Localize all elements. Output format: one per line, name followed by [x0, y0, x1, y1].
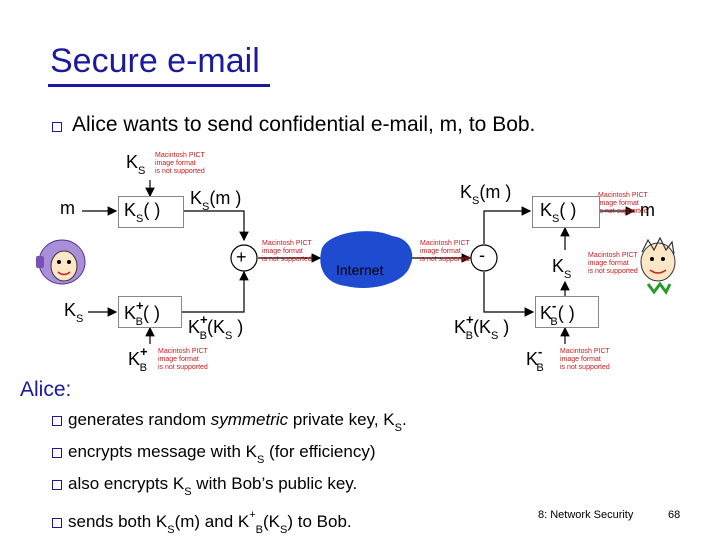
ks-encrypt-label: KS( )	[124, 200, 161, 225]
list-item: generates random symmetric private key, …	[52, 408, 407, 440]
internet-label: Internet	[336, 262, 384, 278]
alice-steps-list: generates random symmetric private key, …	[52, 408, 407, 542]
bullet-box-icon	[52, 448, 62, 458]
ks-encrypt-box	[118, 196, 184, 228]
plus-label: +	[236, 247, 247, 267]
pict-placeholder: Macintosh PICT image format is not suppo…	[598, 192, 648, 215]
minus-label: -	[479, 245, 485, 265]
bob-avatar	[640, 236, 676, 295]
footer-text: 8: Network Security	[538, 509, 634, 521]
page-number: 68	[668, 509, 681, 521]
kb-plus-label: K+B	[128, 344, 148, 374]
kb-ks-left-label: K+B(KS )	[188, 312, 244, 342]
minus-circle	[470, 244, 498, 272]
intro-bullet-text: Alice wants to send confidential e-mail,…	[72, 113, 536, 136]
kb-decrypt-box	[535, 296, 599, 328]
kb-encrypt-box	[118, 296, 182, 328]
bullet-box-icon	[52, 416, 62, 426]
pict-placeholder: Macintosh PICT image format is not suppo…	[420, 240, 470, 263]
kb-encrypt-label: K+B( )	[124, 298, 160, 328]
arrow-enc-to-plus	[184, 210, 249, 242]
alice-avatar	[36, 239, 86, 285]
list-item: encrypts message with KS (for efficiency…	[52, 440, 407, 472]
ksm-left-label: KS(m )	[190, 188, 242, 213]
ks-decrypt-label: KS( )	[540, 200, 577, 225]
ks-left-label: KS	[64, 300, 84, 325]
pict-placeholder: Macintosh PICT image format is not suppo…	[155, 152, 205, 175]
title-underline	[48, 84, 270, 87]
m-right-label: m	[640, 200, 655, 220]
arrow-minus-to-kbdec	[483, 272, 535, 317]
ks-decrypt-box	[532, 196, 600, 228]
arrow-kbenc-to-plus	[182, 270, 249, 313]
kb-minus-label: K-B	[526, 344, 544, 374]
intro-bullet: Alice wants to send confidential e-mail,…	[52, 113, 535, 137]
page-title: Secure e-mail	[50, 42, 260, 80]
alice-heading: Alice:	[20, 378, 72, 401]
pict-placeholder: Macintosh PICT image format is not suppo…	[262, 240, 312, 263]
list-item: sends both KS(m) and K+B(KS) to Bob.	[52, 504, 407, 542]
plus-circle	[230, 244, 258, 272]
bullet-box-icon	[52, 480, 62, 490]
kb-decrypt-label: K-B( )	[540, 298, 575, 328]
internet-cloud	[320, 231, 413, 288]
pict-placeholder: Macintosh PICT image format is not suppo…	[158, 348, 208, 371]
ks-right-label: KS	[552, 256, 572, 281]
pict-placeholder: Macintosh PICT image format is not suppo…	[588, 252, 638, 275]
kb-ks-right-label: K+B(KS )	[454, 312, 510, 342]
ksm-right-label: KS(m )	[460, 182, 512, 207]
list-item: also encrypts KS with Bob’s public key.	[52, 472, 407, 504]
pict-placeholder: Macintosh PICT image format is not suppo…	[560, 348, 610, 371]
m-left-label: m	[60, 198, 75, 218]
ks-top-label: KS	[126, 152, 146, 177]
arrow-minus-to-dec	[483, 206, 532, 244]
bullet-box-icon	[52, 518, 62, 528]
bullet-box-icon	[52, 122, 62, 132]
